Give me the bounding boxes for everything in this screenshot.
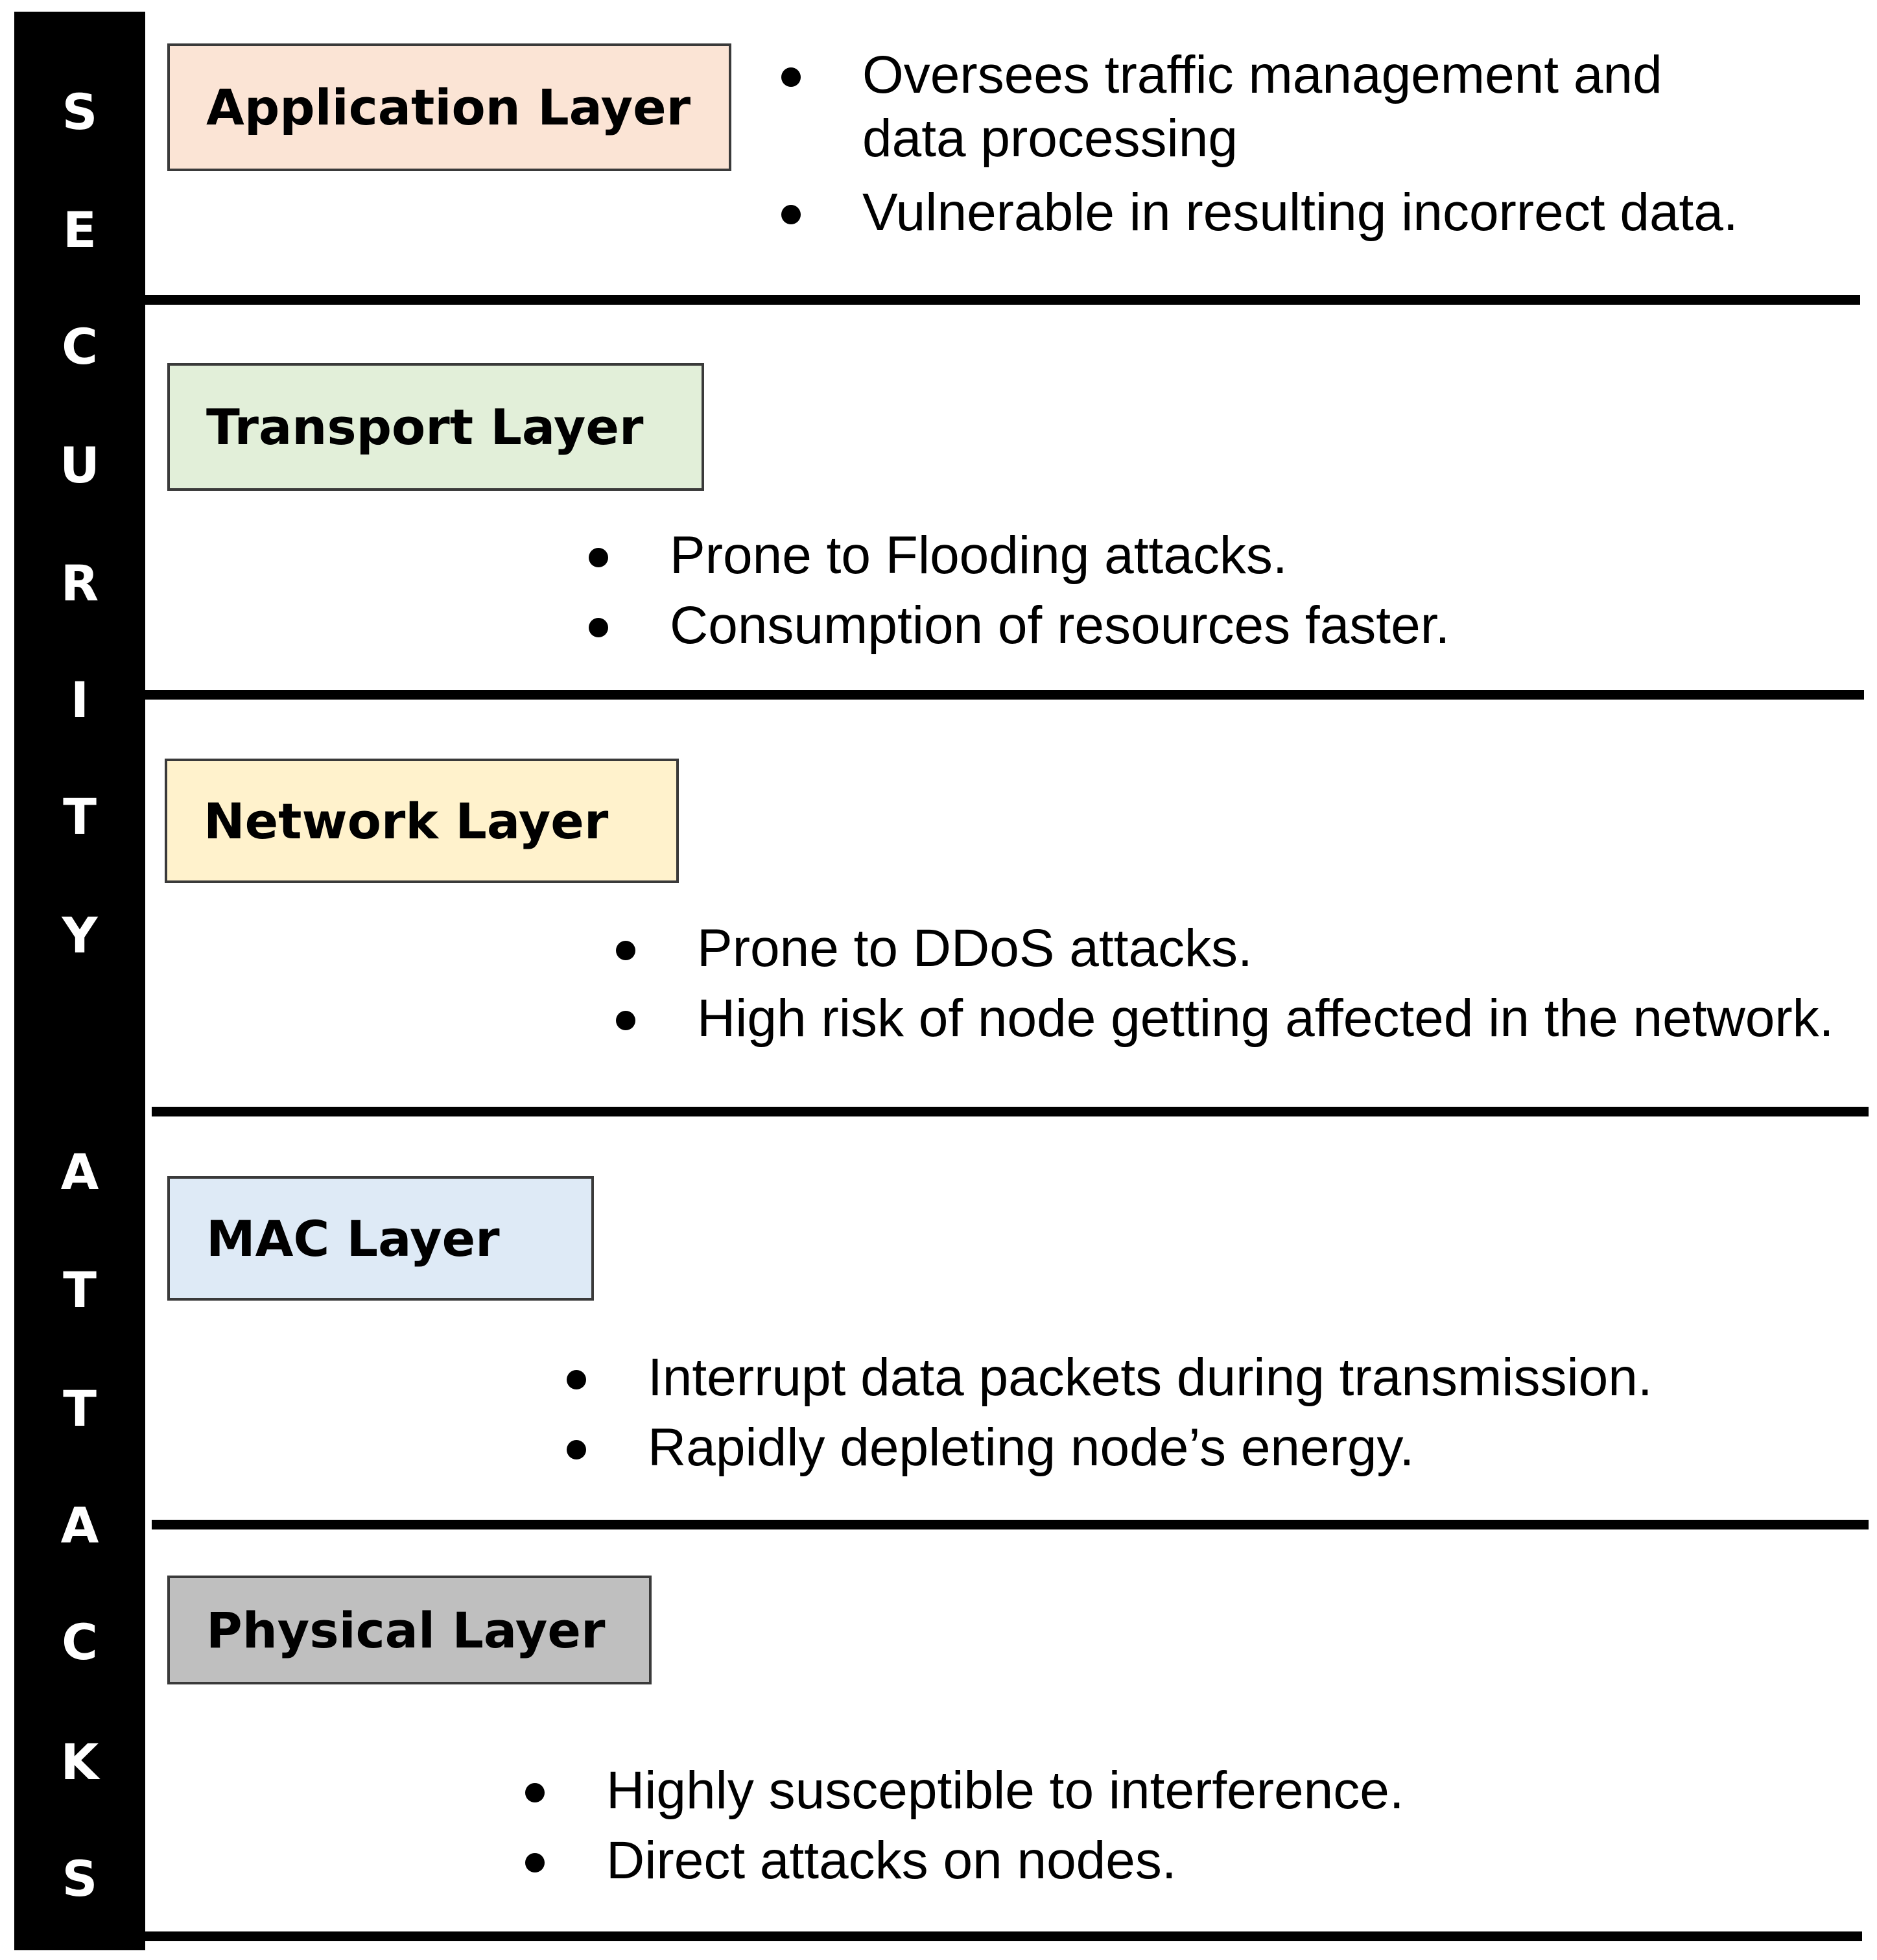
physical-layer-bullets: Highly susceptible to interference. Dire… (519, 1759, 1404, 1893)
bullet-icon (781, 205, 801, 224)
layer-divider (145, 295, 1860, 305)
sidebar-letter: T (63, 788, 97, 845)
sidebar-letter: R (60, 554, 99, 612)
bullet-item: Consumption of resources faster. (582, 594, 1450, 657)
sidebar-letter: S (62, 1850, 98, 1907)
sidebar-letter: A (60, 1496, 99, 1554)
bullet-item: Vulnerable in resulting incorrect data. (775, 181, 1738, 244)
bullet-icon (589, 548, 608, 567)
layer-title: Application Layer (206, 78, 691, 136)
layer-title: Network Layer (204, 792, 609, 850)
physical-layer-box: Physical Layer (167, 1576, 652, 1684)
bullet-item: High risk of node getting affected in th… (609, 987, 1834, 1050)
mac-layer-bullets: Interrupt data packets during transmissi… (560, 1346, 1653, 1480)
transport-layer-bullets: Prone to Flooding attacks. Consumption o… (582, 524, 1450, 657)
bullet-icon (589, 618, 608, 637)
bullet-item: Prone to DDoS attacks. (609, 917, 1834, 980)
transport-layer-box: Transport Layer (167, 363, 704, 491)
bullet-icon (781, 67, 801, 87)
layer-title: Physical Layer (206, 1601, 606, 1659)
sidebar-letter: T (63, 1380, 97, 1437)
bullet-text: Prone to Flooding attacks. (670, 526, 1288, 585)
bullet-item: Prone to Flooding attacks. (582, 524, 1450, 587)
bullet-icon (525, 1853, 545, 1872)
sidebar-letter: U (60, 436, 100, 494)
bullet-text: Vulnerable in resulting incorrect data. (862, 183, 1738, 242)
bullet-icon (567, 1440, 586, 1459)
bullet-icon (567, 1370, 586, 1389)
bullet-text: Oversees traffic management and data pro… (862, 45, 1662, 168)
sidebar-letter: K (60, 1733, 99, 1791)
sidebar-letter: S (62, 83, 98, 141)
application-layer-bullets: Oversees traffic management and data pro… (775, 43, 1738, 244)
bullet-text: Consumption of resources faster. (670, 596, 1450, 655)
layer-divider (152, 1107, 1869, 1116)
bullet-item: Highly susceptible to interference. (519, 1759, 1404, 1823)
bullet-icon (616, 1011, 635, 1030)
bullet-icon (525, 1783, 545, 1802)
mac-layer-box: MAC Layer (167, 1176, 594, 1301)
bullet-text: Highly susceptible to interference. (606, 1761, 1404, 1820)
layer-title: Transport Layer (206, 398, 644, 456)
layer-title: MAC Layer (206, 1209, 500, 1268)
bullet-item: Direct attacks on nodes. (519, 1829, 1404, 1893)
bullet-text: Prone to DDoS attacks. (697, 919, 1253, 978)
bullet-item: Rapidly depleting node’s energy. (560, 1416, 1653, 1480)
layer-divider (145, 1931, 1862, 1941)
sidebar-letter: E (63, 201, 97, 259)
sidebar-letter: I (70, 671, 89, 729)
bullet-text: Direct attacks on nodes. (606, 1831, 1177, 1890)
sidebar-letter: T (63, 1261, 97, 1319)
bullet-icon (616, 941, 635, 960)
bullet-text: Rapidly depleting node’s energy. (648, 1418, 1415, 1477)
sidebar-letter: C (62, 318, 98, 375)
network-layer-box: Network Layer (165, 759, 679, 883)
layer-divider (145, 690, 1864, 700)
sidebar-letter: Y (62, 906, 98, 964)
bullet-text: Interrupt data packets during transmissi… (648, 1348, 1653, 1407)
layer-divider (152, 1520, 1869, 1529)
bullet-text: High risk of node getting affected in th… (697, 989, 1834, 1048)
network-layer-bullets: Prone to DDoS attacks. High risk of node… (609, 917, 1834, 1050)
sidebar-letter: A (60, 1143, 99, 1201)
application-layer-box: Application Layer (167, 43, 731, 171)
bullet-item: Interrupt data packets during transmissi… (560, 1346, 1653, 1410)
sidebar-letter: C (62, 1613, 98, 1671)
security-attacks-sidebar: S E C U R I T Y A T T A C K S (14, 12, 145, 1950)
bullet-item: Oversees traffic management and data pro… (775, 43, 1705, 171)
